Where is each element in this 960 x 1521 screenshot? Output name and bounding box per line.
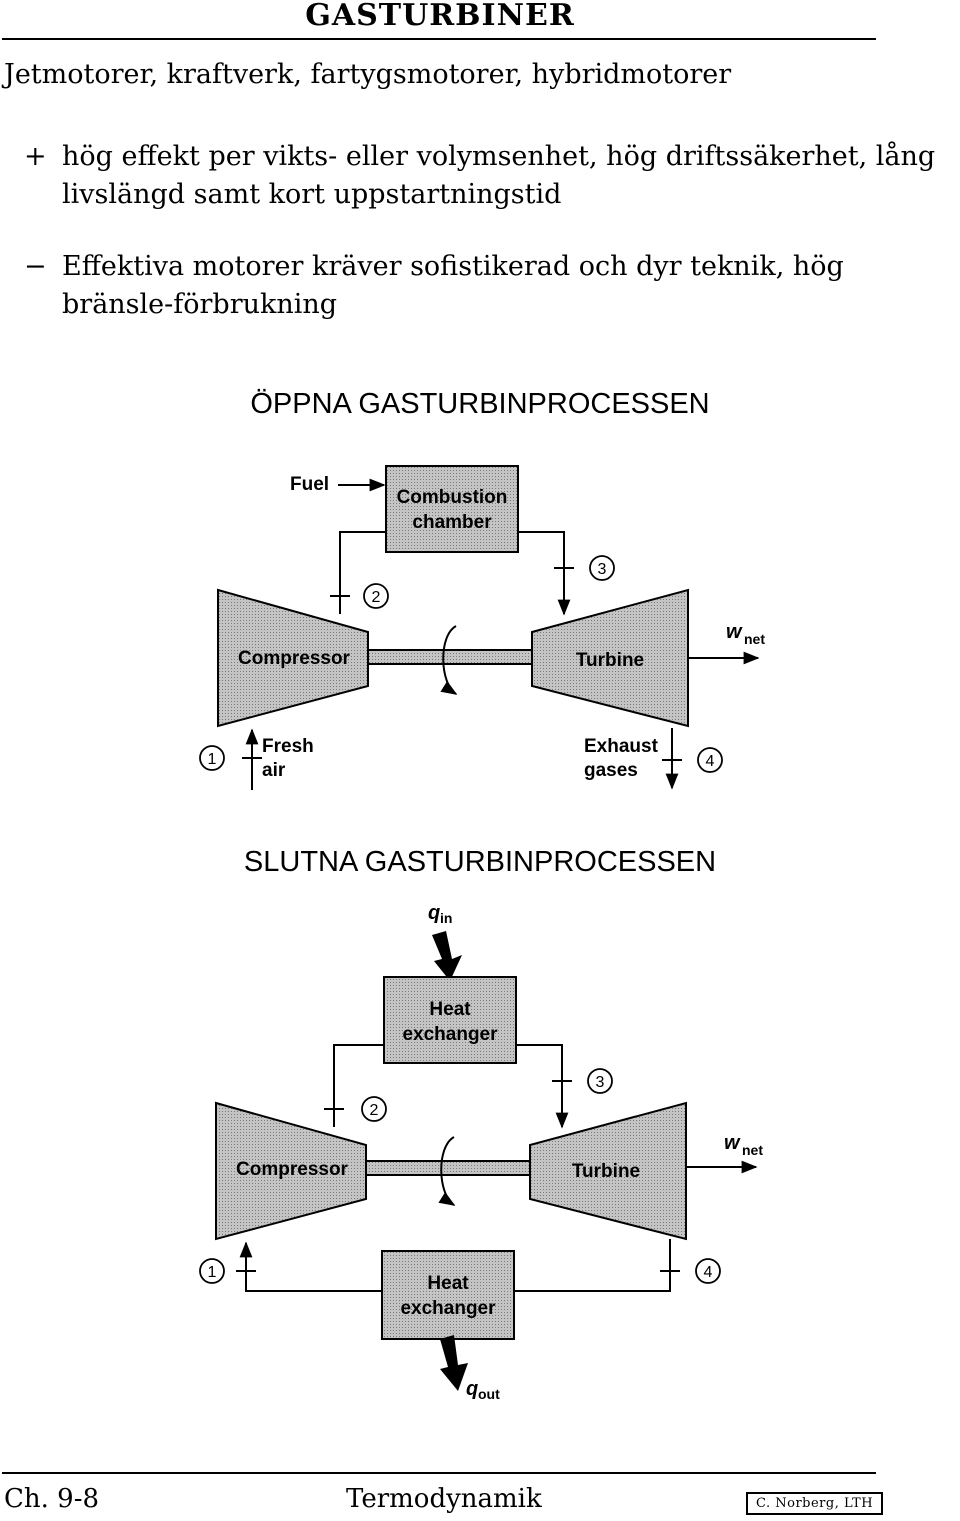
wnet-subscript: net: [744, 631, 765, 647]
pipe-3: [518, 531, 571, 616]
combustion-label: Combustion: [397, 487, 508, 508]
pipe-1: [239, 1241, 382, 1292]
bullet-text: Effektiva motorer kräver sofistikerad oc…: [62, 251, 844, 320]
pipe-2: [333, 1044, 384, 1127]
state-3-circle: [589, 555, 615, 581]
qin-subscript: in: [440, 910, 452, 926]
plus-symbol: +: [24, 141, 47, 172]
rotation-arrow-icon: [440, 625, 458, 695]
state-4-circle: [695, 1258, 721, 1284]
wnet-subscript: net: [742, 1142, 763, 1158]
bullet-text: hög effekt per vikts- eller volymsenhet,…: [62, 141, 936, 210]
page-title: GASTURBINER: [305, 0, 575, 33]
minus-symbol: −: [24, 251, 47, 282]
state-1-label: 1: [208, 1264, 217, 1281]
footer-author-box: C. Norberg, LTH: [746, 1492, 884, 1515]
air-label: air: [262, 760, 286, 781]
state-2-circle: [361, 1096, 387, 1122]
hx-bottom-label-2: exchanger: [400, 1298, 496, 1319]
shaft: [365, 1160, 531, 1176]
heat-exchanger-bottom-box: [381, 1250, 515, 1340]
pipe-3: [516, 1044, 569, 1129]
wnet-label: w: [724, 1132, 741, 1154]
qin-arrow-icon: [432, 931, 462, 981]
heat-exchanger-top-box: [383, 976, 517, 1064]
wnet-label: w: [726, 621, 743, 643]
title-divider: [2, 38, 876, 40]
rotation-arrow-icon: [438, 1136, 456, 1206]
state-3-label: 3: [598, 561, 607, 578]
hx-top-label-2: exchanger: [402, 1024, 498, 1045]
fresh-label: Fresh: [262, 736, 314, 757]
closed-cycle-diagram: q in Heat exchanger Compressor Turbine w…: [199, 902, 763, 1402]
state-4-label: 4: [704, 1264, 713, 1281]
gases-label: gases: [584, 760, 638, 781]
bullet-advantages: + hög effekt per vikts- eller volymsenhe…: [24, 138, 954, 214]
footer-course: Termodynamik: [346, 1484, 542, 1514]
compressor-shape: [215, 1101, 367, 1241]
chamber-label: chamber: [412, 512, 492, 533]
state-1-circle: [199, 745, 225, 771]
footer-divider: [2, 1472, 876, 1474]
compressor-label: Compressor: [238, 648, 351, 669]
state-1-label: 1: [208, 751, 217, 768]
qout-arrow-icon: [440, 1335, 468, 1391]
pipe-2: [339, 531, 386, 614]
bullet-disadvantages: − Effektiva motorer kräver sofistikerad …: [24, 248, 954, 324]
qin-label: q: [428, 902, 440, 924]
state-1-circle: [199, 1258, 225, 1284]
exhaust-label: Exhaust: [584, 736, 659, 757]
open-cycle-diagram: Combustion chamber Fuel Compressor Turbi…: [199, 465, 765, 790]
turbine-label: Turbine: [572, 1161, 640, 1182]
footer-chapter: Ch. 9-8: [4, 1484, 100, 1514]
state-4-circle: [697, 747, 723, 773]
state-3-label: 3: [596, 1074, 605, 1091]
state-4-label: 4: [706, 753, 715, 770]
hx-top-label-1: Heat: [429, 999, 471, 1020]
compressor-label: Compressor: [236, 1159, 349, 1180]
shaft: [367, 649, 533, 665]
closed-cycle-title: SLUTNA GASTURBINPROCESSEN: [243, 846, 717, 878]
turbine-shape: [529, 1101, 687, 1241]
fuel-label: Fuel: [290, 474, 329, 495]
state-3-circle: [587, 1068, 613, 1094]
qout-subscript: out: [478, 1386, 500, 1402]
combustion-chamber-box: [385, 465, 519, 553]
state-2-circle: [363, 583, 389, 609]
page-subtitle: Jetmotorer, kraftverk, fartygsmotorer, h…: [4, 59, 732, 90]
open-cycle-title: ÖPPNA GASTURBINPROCESSEN: [250, 388, 710, 420]
hx-bottom-label-1: Heat: [427, 1273, 469, 1294]
qout-label: q: [466, 1378, 478, 1400]
turbine-label: Turbine: [576, 650, 644, 671]
compressor-shape: [217, 588, 369, 728]
state-2-label: 2: [372, 589, 381, 606]
turbine-shape: [531, 588, 689, 728]
pipe-4: [514, 1239, 671, 1292]
state-2-label: 2: [370, 1102, 379, 1119]
